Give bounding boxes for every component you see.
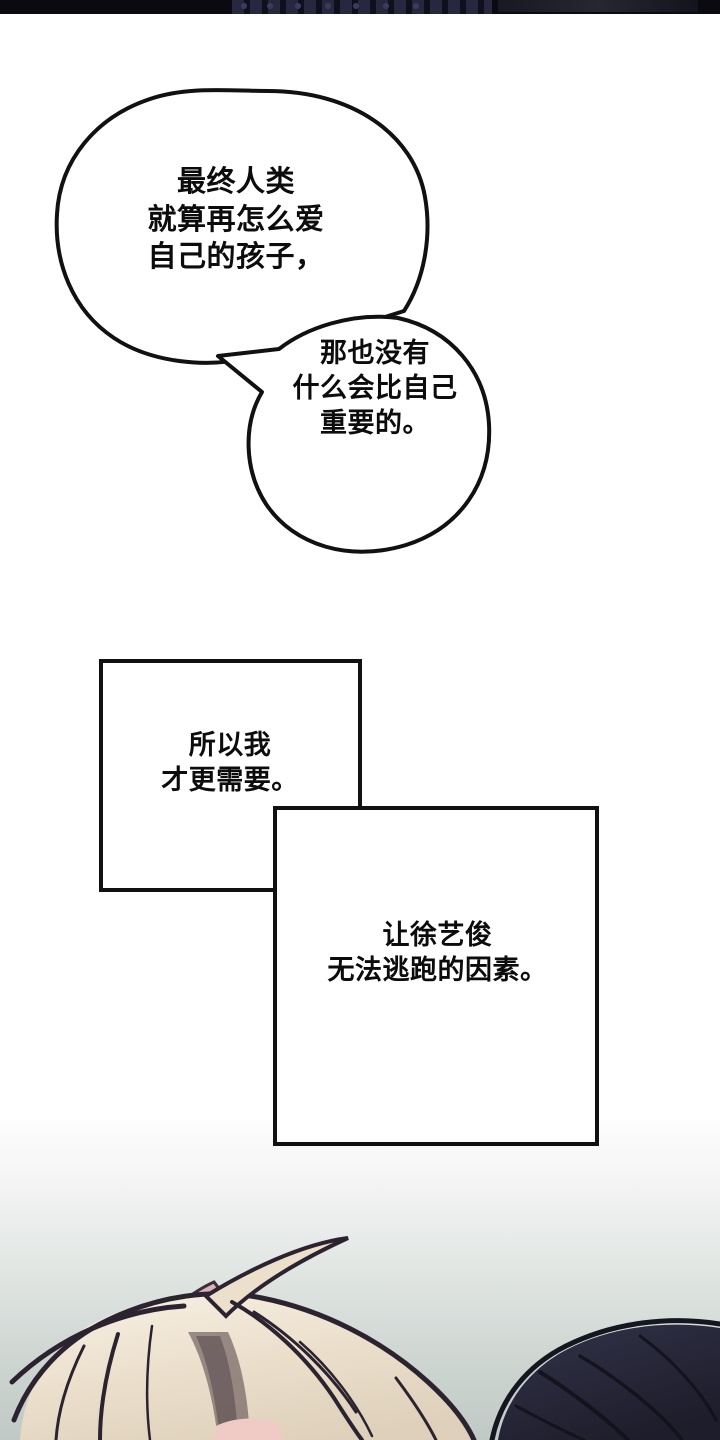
speech-bubble-2-text: 那也没有 什么会比自己 重要的。 — [292, 338, 458, 440]
narration-box-svg — [99, 659, 599, 1146]
dark-hair — [498, 1324, 720, 1440]
hair-strand-left — [9, 1303, 187, 1385]
narration-box-1-edges — [99, 661, 362, 892]
hair-outline — [11, 1291, 477, 1440]
sliver-detail — [236, 2, 488, 11]
sliver-smear — [498, 0, 698, 12]
speech-bubble-2 — [216, 314, 492, 554]
character-artwork — [0, 1120, 720, 1440]
hair-line-group — [54, 1300, 438, 1440]
speech-bubble-layer: 最终人类 就算再怎么爱 自己的孩子， 那也没有 什么会比自己 重要的。 — [0, 0, 720, 620]
narration-box-layer: 所以我 才更需要。 让徐艺俊 无法逃跑的因素。 — [0, 620, 720, 1180]
hair-shadow-core — [196, 1336, 238, 1440]
dark-hair-line-group — [514, 1334, 718, 1440]
hair-strand-top — [202, 1236, 349, 1319]
dark-hair-outline — [489, 1318, 720, 1440]
narration-box-2-text: 让徐艺俊 无法逃跑的因素。 — [327, 920, 548, 987]
speech-bubble-1 — [54, 88, 430, 382]
artwork-svg — [0, 1120, 720, 1440]
speech-bubble-svg — [54, 88, 492, 554]
skin-forehead — [214, 1418, 284, 1440]
blonde-hair — [20, 1294, 472, 1440]
previous-panel-sliver — [0, 0, 720, 14]
narration-box-2 — [273, 806, 599, 1146]
narration-box-1-text: 所以我 才更需要。 — [161, 730, 299, 797]
speech-bubble-1-text: 最终人类 就算再怎么爱 自己的孩子， — [147, 164, 325, 274]
